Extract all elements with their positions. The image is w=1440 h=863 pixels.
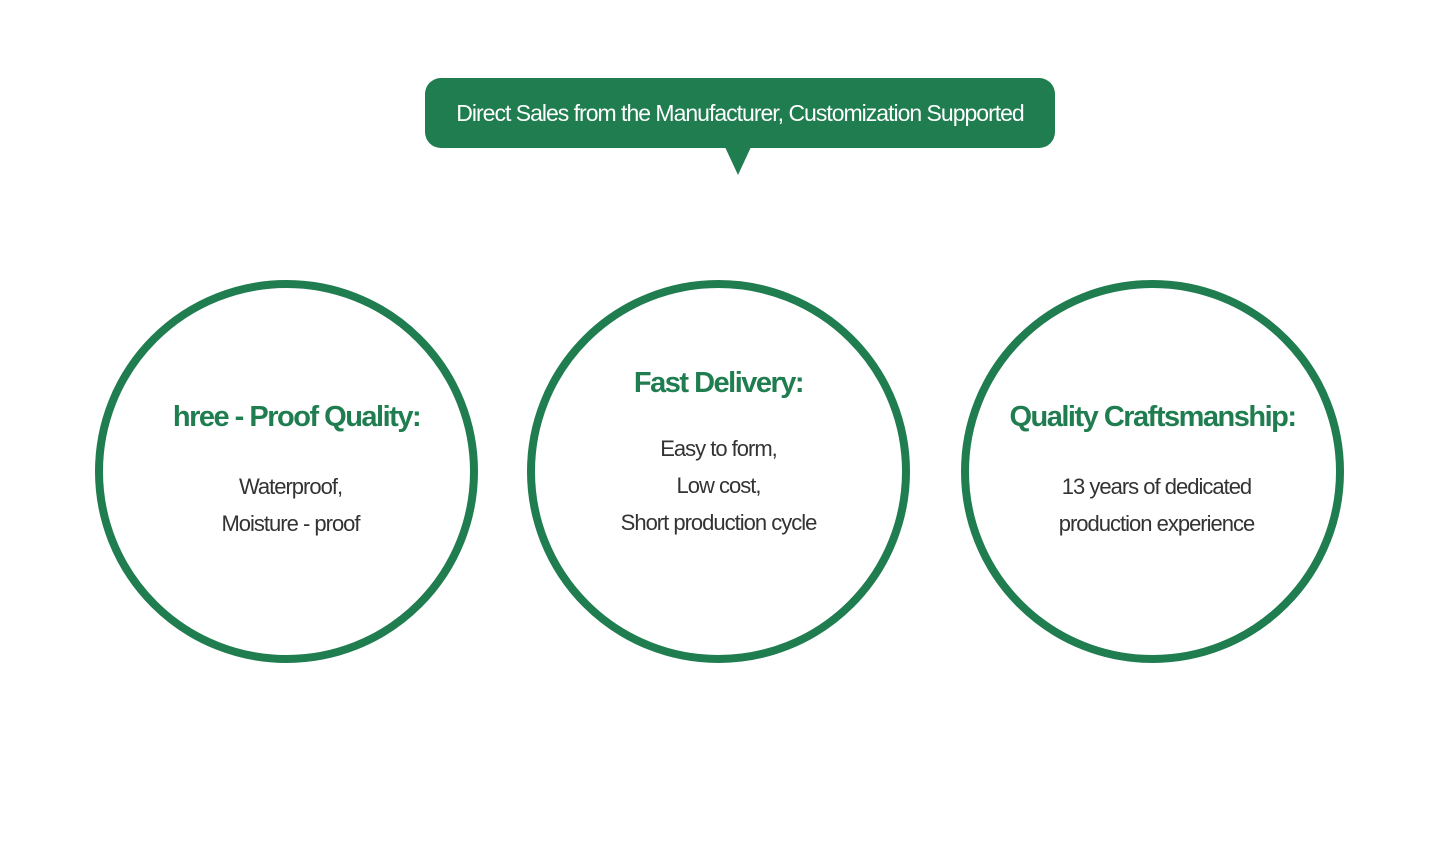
feature-description: Waterproof, Moisture - proof: [221, 468, 360, 542]
feature-circle-quality-craftsmanship: Quality Craftsmanship: 13 years of dedic…: [961, 280, 1344, 663]
feature-title: hree - Proof Quality:: [172, 401, 422, 433]
feature-line: Moisture - proof: [221, 511, 360, 536]
banner-text: Direct Sales from the Manufacturer, Cust…: [456, 99, 1024, 126]
feature-title: Fast Delivery:: [633, 366, 805, 399]
feature-line: Low cost,: [676, 472, 762, 498]
banner-speech-bubble: Direct Sales from the Manufacturer, Cust…: [425, 78, 1055, 148]
feature-line: Waterproof,: [238, 474, 343, 499]
feature-description: Easy to form, Low cost, Short production…: [620, 430, 818, 541]
feature-circle-three-proof: hree - Proof Quality: Waterproof, Moistu…: [95, 280, 478, 663]
feature-line: Short production cycle: [620, 509, 818, 535]
feature-circle-fast-delivery: Fast Delivery: Easy to form, Low cost, S…: [527, 280, 910, 663]
feature-line: Easy to form,: [660, 435, 778, 461]
feature-description: 13 years of dedicated production experie…: [1058, 468, 1255, 542]
speech-bubble-pointer: [725, 147, 751, 175]
feature-title: Quality Craftsmanship:: [1009, 401, 1297, 433]
feature-line: production experience: [1058, 511, 1255, 536]
feature-line: 13 years of dedicated: [1061, 474, 1252, 499]
